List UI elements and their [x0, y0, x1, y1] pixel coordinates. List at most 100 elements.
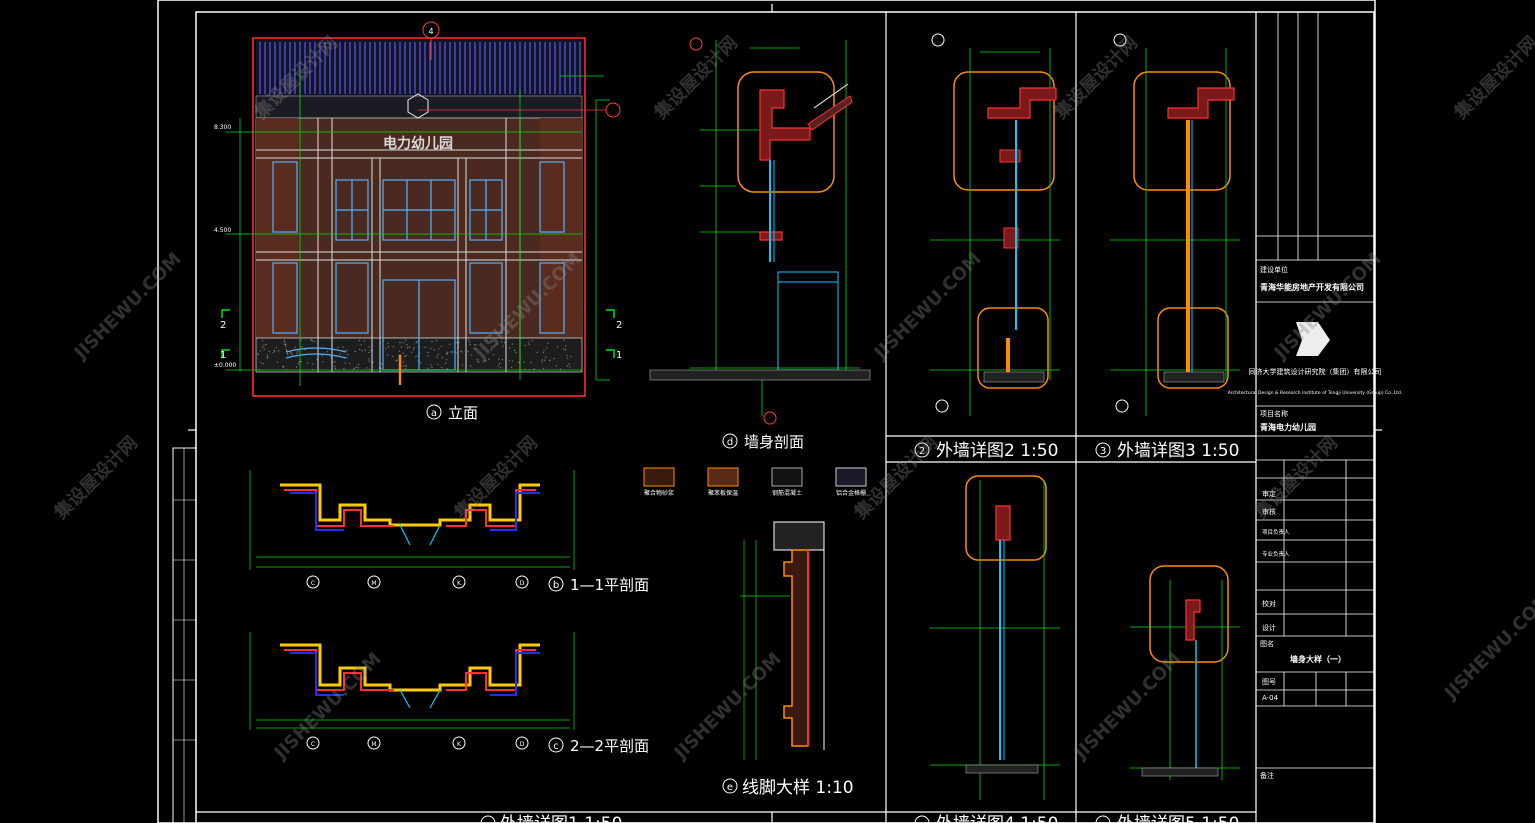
tb-row-check: 校对	[1262, 599, 1276, 608]
detail-4	[930, 475, 1060, 800]
tb-sheet-no-label: 图号	[1262, 678, 1276, 686]
legend-label-3: 钢筋混凝土	[772, 489, 802, 497]
page-edge-ticks	[188, 4, 1382, 823]
tb-sheet-no: A-04	[1262, 694, 1279, 702]
section-mark-1-left: 1	[220, 350, 226, 361]
tb-client: 青海华能房地产开发有限公司	[1260, 282, 1364, 292]
tb-row-design: 设计	[1262, 623, 1276, 632]
view-title-d-text: 墙身剖面	[744, 433, 804, 451]
axis-label-d-c: D	[520, 741, 525, 748]
watermark-cn-6: 集设屋设计网	[449, 432, 542, 525]
watermark-en-5: JISHEWU.COM	[269, 649, 385, 765]
title-block: 建设单位 青海华能房地产开发有限公司 同济大学建筑设计研究院（集团）有限公司 A…	[1228, 12, 1403, 780]
panel-dividers	[196, 12, 1257, 823]
axis-label-k-c: K	[457, 741, 462, 748]
tb-designer-cn: 同济大学建筑设计研究院（集团）有限公司	[1249, 367, 1382, 376]
view-title-2-text: 外墙详图2 1:50	[936, 441, 1058, 461]
axis-label-m-c: M	[371, 741, 376, 748]
facade-sign: 电力幼儿园	[383, 135, 453, 152]
axis-bubble-c-b	[306, 575, 320, 589]
view-title-3: 3 外墙详图3 1:50	[1095, 441, 1239, 461]
binding-strip-rows	[173, 448, 196, 823]
view-title-4-text: 外墙详图4 1:50	[936, 814, 1058, 823]
axis-label-c-c: C	[311, 741, 315, 748]
axis-bubble-c-c	[306, 736, 320, 750]
axis-label-d-b: D	[520, 580, 525, 587]
binding-strip	[172, 447, 197, 823]
tb-note-label: 备注	[1260, 771, 1274, 780]
moulding-detail-e	[740, 521, 825, 760]
view-title-1-text: 外墙详图1 1:50	[500, 814, 622, 823]
detail-5	[1130, 565, 1240, 780]
watermark-en-8: JISHEWU.COM	[1439, 589, 1535, 705]
level-4500: 4.500	[214, 227, 231, 234]
axis-label-k-b: K	[457, 580, 462, 587]
tb-row-lead: 专业负责人	[1262, 550, 1290, 558]
view-title-4: 外墙详图4 1:50	[914, 814, 1058, 823]
view-title-c-circle: c	[553, 741, 559, 752]
view-title-3-circle: 3	[1100, 446, 1106, 457]
view-title-a-circle: a	[431, 408, 437, 419]
section-mark-2-right: 2	[616, 320, 622, 331]
tb-sheet-label: 图名	[1260, 639, 1274, 648]
view-title-e: e 线脚大样 1:10	[722, 778, 854, 798]
view-title-c-text: 2—2平剖面	[570, 737, 649, 755]
legend-label-4: 铝合金格栅	[836, 489, 866, 497]
watermark-cn-4: 集设屋设计网	[1449, 32, 1535, 125]
tb-project-label: 项目名称	[1260, 409, 1288, 418]
view-title-d: d 墙身剖面	[722, 433, 804, 451]
tb-row-review: 审核	[1262, 507, 1276, 516]
detail-3	[1110, 33, 1240, 416]
view-title-1: 外墙详图1 1:50	[480, 814, 622, 823]
material-legend: 聚合物砂浆 聚苯板保温 钢筋混凝土 铝合金格栅	[643, 467, 867, 497]
axis-bubble-m-c	[367, 736, 381, 750]
watermark-en-1: JISHEWU.COM	[69, 249, 185, 365]
tb-row-approve: 审定	[1262, 489, 1276, 498]
tb-client-label: 建设单位	[1260, 265, 1288, 274]
watermark-en-7: JISHEWU.COM	[1069, 649, 1185, 765]
view-title-2-circle: 2	[919, 446, 925, 457]
axis-bubble-d-b	[515, 575, 529, 589]
view-title-e-circle: e	[727, 782, 733, 793]
watermark-en-6: JISHEWU.COM	[669, 649, 785, 765]
tb-sheet-title: 墙身大样（一）	[1290, 654, 1346, 664]
view-title-b: b 1—1平剖面	[548, 576, 649, 594]
watermark-cn-5: 集设屋设计网	[49, 432, 142, 525]
designer-logo-icon	[1296, 322, 1330, 356]
legend-label-2: 聚苯板保温	[708, 489, 738, 497]
view-title-d-circle: d	[727, 437, 733, 448]
view-title-b-text: 1—1平剖面	[570, 576, 649, 594]
tb-project: 青海电力幼儿园	[1260, 422, 1316, 432]
level-0000: ±0.000	[214, 362, 236, 369]
facade-elevation: 4 电力幼儿园 8.300 4.500 ±0.000 2 1 2 1	[214, 21, 622, 397]
facade-marker-4: 4	[428, 27, 433, 36]
watermark-en-3: JISHEWU.COM	[869, 249, 985, 365]
legend-label-1: 聚合物砂浆	[644, 489, 674, 497]
view-title-5: 外墙详图5 1:50	[1095, 814, 1239, 823]
level-8300: 8.300	[214, 124, 231, 131]
sheet-outer-frame	[157, 0, 1376, 823]
wall-section-d	[649, 37, 871, 425]
axis-bubble-m-b	[367, 575, 381, 589]
axis-bubble-k-b	[452, 575, 466, 589]
axis-label-m-b: M	[371, 580, 376, 587]
axis-label-c-b: C	[311, 580, 315, 587]
plan-section-c	[249, 632, 575, 730]
plan-section-b	[249, 470, 575, 570]
watermark-cn-2: 集设屋设计网	[649, 32, 742, 125]
view-title-b-circle: b	[553, 580, 559, 591]
view-title-c: c 2—2平剖面	[548, 737, 649, 755]
view-title-2: 2 外墙详图2 1:50	[914, 441, 1058, 461]
view-title-e-text: 线脚大样 1:10	[742, 778, 854, 798]
section-mark-1-right: 1	[616, 350, 622, 361]
tb-row-pm: 项目负责人	[1262, 528, 1290, 536]
tb-designer-en: Architectural Design & Research Institut…	[1228, 390, 1403, 396]
detail-2	[930, 33, 1060, 416]
watermark-cn-3: 集设屋设计网	[1049, 32, 1142, 125]
sheet-inner-frame	[195, 11, 1375, 823]
view-title-a-text: 立面	[448, 404, 478, 422]
axis-bubble-k-c	[452, 736, 466, 750]
view-title-a: a 立面	[426, 404, 478, 422]
view-title-3-text: 外墙详图3 1:50	[1117, 441, 1239, 461]
